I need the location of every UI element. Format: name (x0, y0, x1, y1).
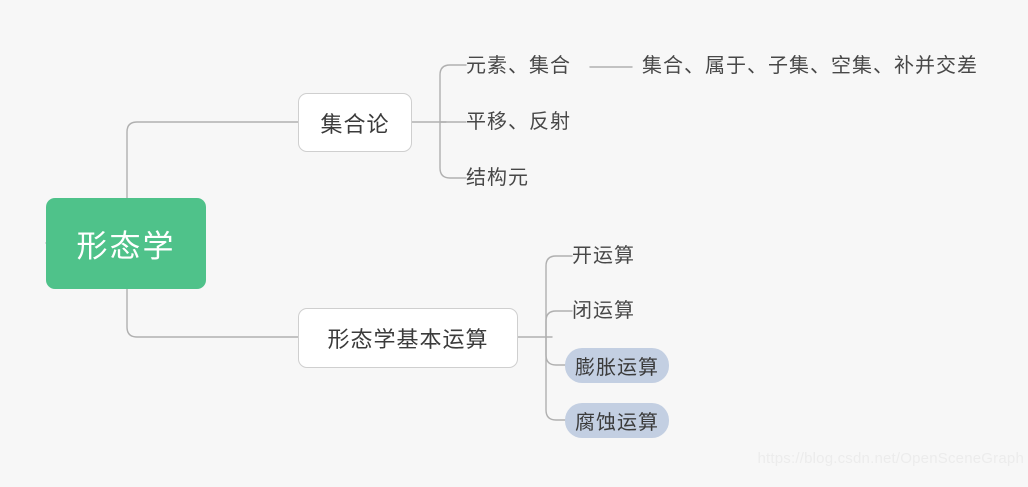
branch-node-set-theory-label: 集合论 (320, 111, 390, 137)
connector-basic-ops-child-2 (545, 310, 573, 338)
leaf-element-set[interactable]: 元素、集合 (466, 56, 571, 76)
leaf-erosion-label: 腐蚀运算 (575, 412, 659, 434)
leaf-element-set-label: 元素、集合 (466, 55, 571, 77)
root-node-label: 形态学 (76, 229, 176, 264)
branch-node-basic-ops[interactable]: 形态学基本运算 (298, 308, 518, 368)
connector-set-theory-child-3 (439, 121, 467, 179)
watermark: https://blog.csdn.net/OpenSceneGraph (757, 450, 1024, 467)
leaf-opening-label: 开运算 (572, 245, 635, 267)
leaf-set-detail[interactable]: 集合、属于、子集、空集、补并交差 (642, 56, 978, 76)
leaf-set-detail-label: 集合、属于、子集、空集、补并交差 (642, 55, 978, 77)
connector-basic-ops-child-1 (545, 255, 573, 338)
leaf-dilation-label: 膨胀运算 (575, 357, 659, 379)
connector-basic-ops-child-4 (545, 336, 569, 421)
leaf-opening[interactable]: 开运算 (572, 246, 635, 266)
leaf-structuring-element-label: 结构元 (466, 167, 529, 189)
root-node[interactable]: 形态学 (46, 198, 206, 289)
leaf-structuring-element[interactable]: 结构元 (466, 168, 529, 188)
leaf-erosion-highlighted[interactable]: 腐蚀运算 (565, 403, 669, 438)
branch-node-basic-ops-label: 形态学基本运算 (327, 327, 489, 352)
leaf-dilation-highlighted[interactable]: 膨胀运算 (565, 348, 669, 383)
leaf-closing-label: 闭运算 (572, 300, 635, 322)
branch-node-set-theory[interactable]: 集合论 (298, 93, 412, 152)
leaf-closing[interactable]: 闭运算 (572, 301, 635, 321)
leaf-translate-reflect-label: 平移、反射 (466, 111, 571, 133)
connector-set-theory-child-1 (439, 64, 467, 123)
leaf-translate-reflect[interactable]: 平移、反射 (466, 112, 571, 132)
